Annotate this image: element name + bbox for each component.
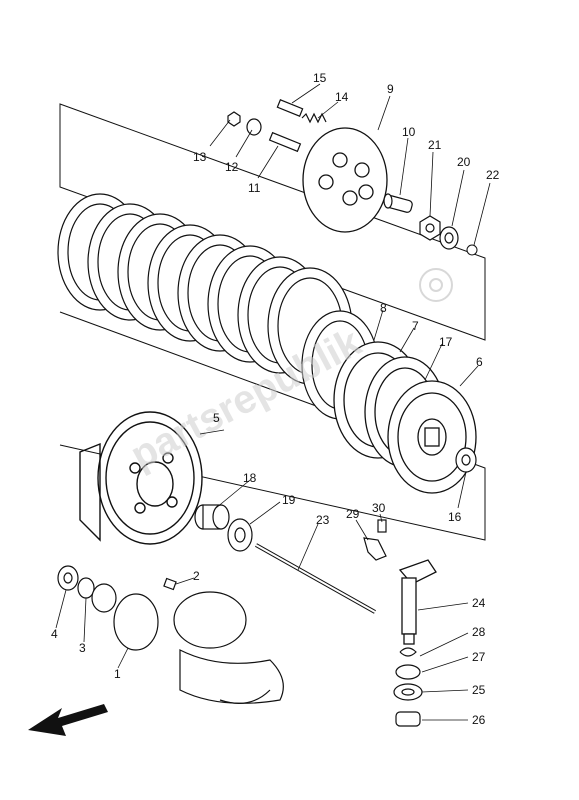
label-29: 29 (346, 507, 360, 521)
label-2: 2 (193, 569, 200, 583)
label-6: 6 (476, 355, 483, 369)
push-lever-24 (398, 559, 437, 645)
primary-drive-gear (57, 565, 177, 651)
clutch-boss (79, 411, 203, 545)
label-1: 1 (114, 667, 121, 681)
label-11: 11 (248, 181, 261, 195)
ball-22 (466, 244, 478, 256)
front-direction-arrow-icon (28, 704, 108, 736)
collar-18 (194, 504, 230, 530)
label-21: 21 (428, 138, 442, 152)
label-30: 30 (372, 501, 386, 515)
label-4: 4 (51, 627, 58, 641)
clutch-plates-stack (57, 193, 379, 420)
clutch-housing (387, 380, 477, 494)
gear-watermark-icon (419, 268, 453, 302)
crankshaft-fragment (173, 591, 284, 704)
label-15: 15 (313, 71, 327, 85)
label-5: 5 (213, 411, 220, 425)
label-17: 17 (439, 335, 453, 349)
label-16: 16 (448, 510, 462, 524)
label-27: 27 (472, 650, 486, 664)
label-19: 19 (282, 493, 296, 507)
nut-21 (419, 215, 441, 241)
label-18: 18 (243, 471, 257, 485)
label-23: 23 (316, 513, 330, 527)
label-7: 7 (412, 319, 419, 333)
label-26: 26 (472, 713, 486, 727)
label-13: 13 (193, 150, 207, 164)
bracket-29 (363, 519, 387, 561)
label-24: 24 (472, 596, 486, 610)
label-10: 10 (402, 125, 416, 139)
label-3: 3 (79, 641, 86, 655)
label-22: 22 (486, 168, 500, 182)
push-piece-10 (383, 193, 413, 213)
label-28: 28 (472, 625, 486, 639)
washer-19 (227, 518, 253, 552)
leader-lines (55, 83, 491, 721)
label-20: 20 (457, 155, 471, 169)
lever-hardware (393, 647, 423, 727)
label-14: 14 (335, 90, 349, 104)
label-8: 8 (380, 301, 387, 315)
label-9: 9 (387, 82, 394, 96)
label-12: 12 (225, 160, 239, 174)
callout-labels: 1 2 3 4 5 6 7 8 9 10 11 12 13 14 15 16 1… (51, 71, 500, 727)
pressure-cover (302, 127, 388, 233)
adjuster-hardware (227, 99, 327, 153)
label-25: 25 (472, 683, 486, 697)
washer-16 (455, 447, 477, 473)
washer-20 (439, 226, 459, 250)
